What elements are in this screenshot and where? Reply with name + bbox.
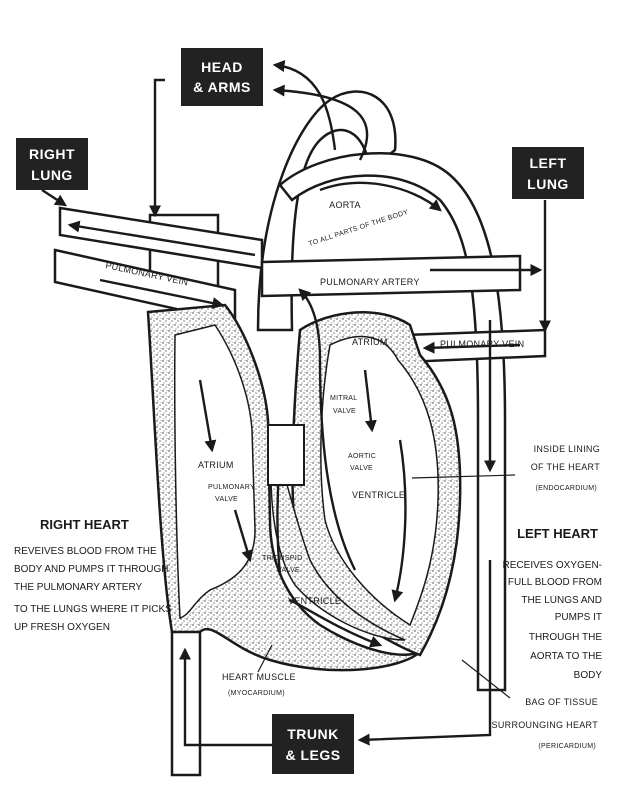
label-mitral-valve-2: VALVE (333, 408, 356, 415)
right-heart-line-5: UP FRESH OXYGEN (14, 622, 110, 633)
box-head-arms: HEAD & ARMS (181, 48, 263, 106)
right-heart-chamber (173, 324, 256, 619)
box-trunk-legs: TRUNK & LEGS (272, 714, 354, 774)
label-inside-lining-1: INSIDE LINING (534, 444, 600, 454)
right-heart-line-4: TO THE LUNGS WHERE IT PICKS (14, 604, 172, 615)
arrow-aorta-to-trunk (357, 560, 492, 746)
label-pulmonary-valve-2: VALVE (215, 496, 238, 503)
label-tricuspid-valve-1: TRICUSPID (262, 555, 302, 562)
left-heart-line-6: AORTA TO THE (530, 651, 602, 662)
box-right-lung: RIGHT LUNG (16, 138, 88, 190)
arrow-pv-into-left-atrium (422, 341, 521, 354)
label-aorta: AORTA (329, 200, 361, 210)
label-endocardium: (ENDOCARDIUM) (536, 485, 597, 492)
label-pericardium: (PERICARDIUM) (538, 743, 596, 750)
box-left-lung-line1: LEFT (530, 155, 567, 171)
box-right-lung-line1: RIGHT (29, 146, 75, 162)
left-heart-line-2: FULL BLOOD FROM (508, 577, 602, 588)
box-trunk-legs-line1: TRUNK (287, 726, 339, 742)
arrow-la-to-lv (363, 369, 377, 433)
arrow-ra-down (198, 379, 217, 453)
left-heart-title: LEFT HEART (517, 526, 598, 541)
label-aortic-valve-2: VALVE (350, 465, 373, 472)
label-atrium-right: ATRIUM (198, 460, 234, 470)
label-pulmonary-vein-right: PULMONARY VEIN (440, 339, 524, 349)
label-mitral-valve-1: MITRAL (330, 395, 357, 402)
left-heart-line-5: THROUGH THE (529, 632, 602, 643)
box-trunk-legs-line2: & LEGS (285, 747, 340, 763)
arrow-right-lung-down (41, 188, 68, 207)
label-bag-of-tissue: BAG OF TISSUE (525, 697, 598, 707)
label-myocardium: (MYOCARDIUM) (228, 690, 285, 697)
label-ventricle-left: VENTRICLE (352, 490, 405, 500)
right-heart-line-3: THE PULMONARY ARTERY (14, 582, 143, 593)
box-left-lung: LEFT LUNG (512, 147, 584, 199)
label-heart-muscle: HEART MUSCLE (222, 672, 296, 682)
box-head-arms-line1: HEAD (201, 59, 243, 75)
label-surrounging-heart: SURROUNGING HEART (492, 720, 599, 730)
box-head-arms-line2: & ARMS (193, 79, 251, 95)
left-heart-line-7: BODY (574, 670, 603, 681)
arrow-lv-flow (391, 439, 407, 603)
heart-walls (146, 303, 462, 672)
arrow-pa-to-right-lung (67, 220, 256, 257)
right-heart-line-2: BODY AND PUMPS IT THROUGH (14, 564, 168, 575)
leader-pericardium (461, 659, 511, 699)
label-pulmonary-artery: PULMONARY ARTERY (320, 277, 420, 287)
label-atrium-left: ATRIUM (352, 337, 388, 347)
label-aortic-valve-1: AORTIC (348, 453, 376, 460)
label-tricuspid-valve-2: VALVE (277, 567, 300, 574)
left-heart-line-4: PUMPS IT (555, 612, 602, 623)
pulmonary-valve-tube (267, 424, 305, 486)
vessels (53, 90, 547, 777)
box-right-lung-line2: LUNG (31, 167, 73, 183)
label-inside-lining-2: OF THE HEART (531, 462, 600, 472)
label-ventricle-right: VENTRICLE (288, 596, 341, 606)
left-heart-text: LEFT HEART RECEIVES OXYGEN- FULL BLOOD F… (503, 526, 603, 681)
arrow-rv-up (233, 509, 253, 563)
arrow-trunk-to-ivc (179, 647, 272, 747)
left-heart-line-3: THE LUNGS AND (521, 595, 602, 606)
flow-arrows (41, 60, 551, 747)
arrow-aorta-right (319, 181, 442, 212)
right-heart-title: RIGHT HEART (40, 517, 129, 532)
box-left-lung-line2: LUNG (527, 176, 569, 192)
label-pulmonary-valve-1: PULMONARY (208, 484, 255, 491)
leader-lines (257, 474, 516, 699)
descending-aorta (278, 152, 507, 692)
leader-endocardium (411, 474, 516, 479)
arrow-head-to-svc (149, 78, 165, 218)
leader-myocardium (257, 644, 273, 673)
left-heart-chamber (320, 335, 439, 627)
arrow-pv-from-right-lung (99, 278, 225, 309)
arrow-lv-to-aorta (298, 288, 357, 571)
right-heart-line-1: REVEIVES BLOOD FROM THE (14, 546, 157, 557)
arrow-rv-flow (289, 598, 383, 648)
pulmonary-artery-to-left-lung (260, 254, 522, 298)
right-heart-text: RIGHT HEART REVEIVES BLOOD FROM THE BODY… (14, 517, 172, 633)
arrow-aorta-to-head-2 (272, 84, 369, 161)
label-to-all-parts: TO ALL PARTS OF THE BODY (308, 209, 410, 248)
arrow-aorta-to-head-1 (272, 60, 337, 151)
left-heart-line-1: RECEIVES OXYGEN- (503, 560, 602, 571)
